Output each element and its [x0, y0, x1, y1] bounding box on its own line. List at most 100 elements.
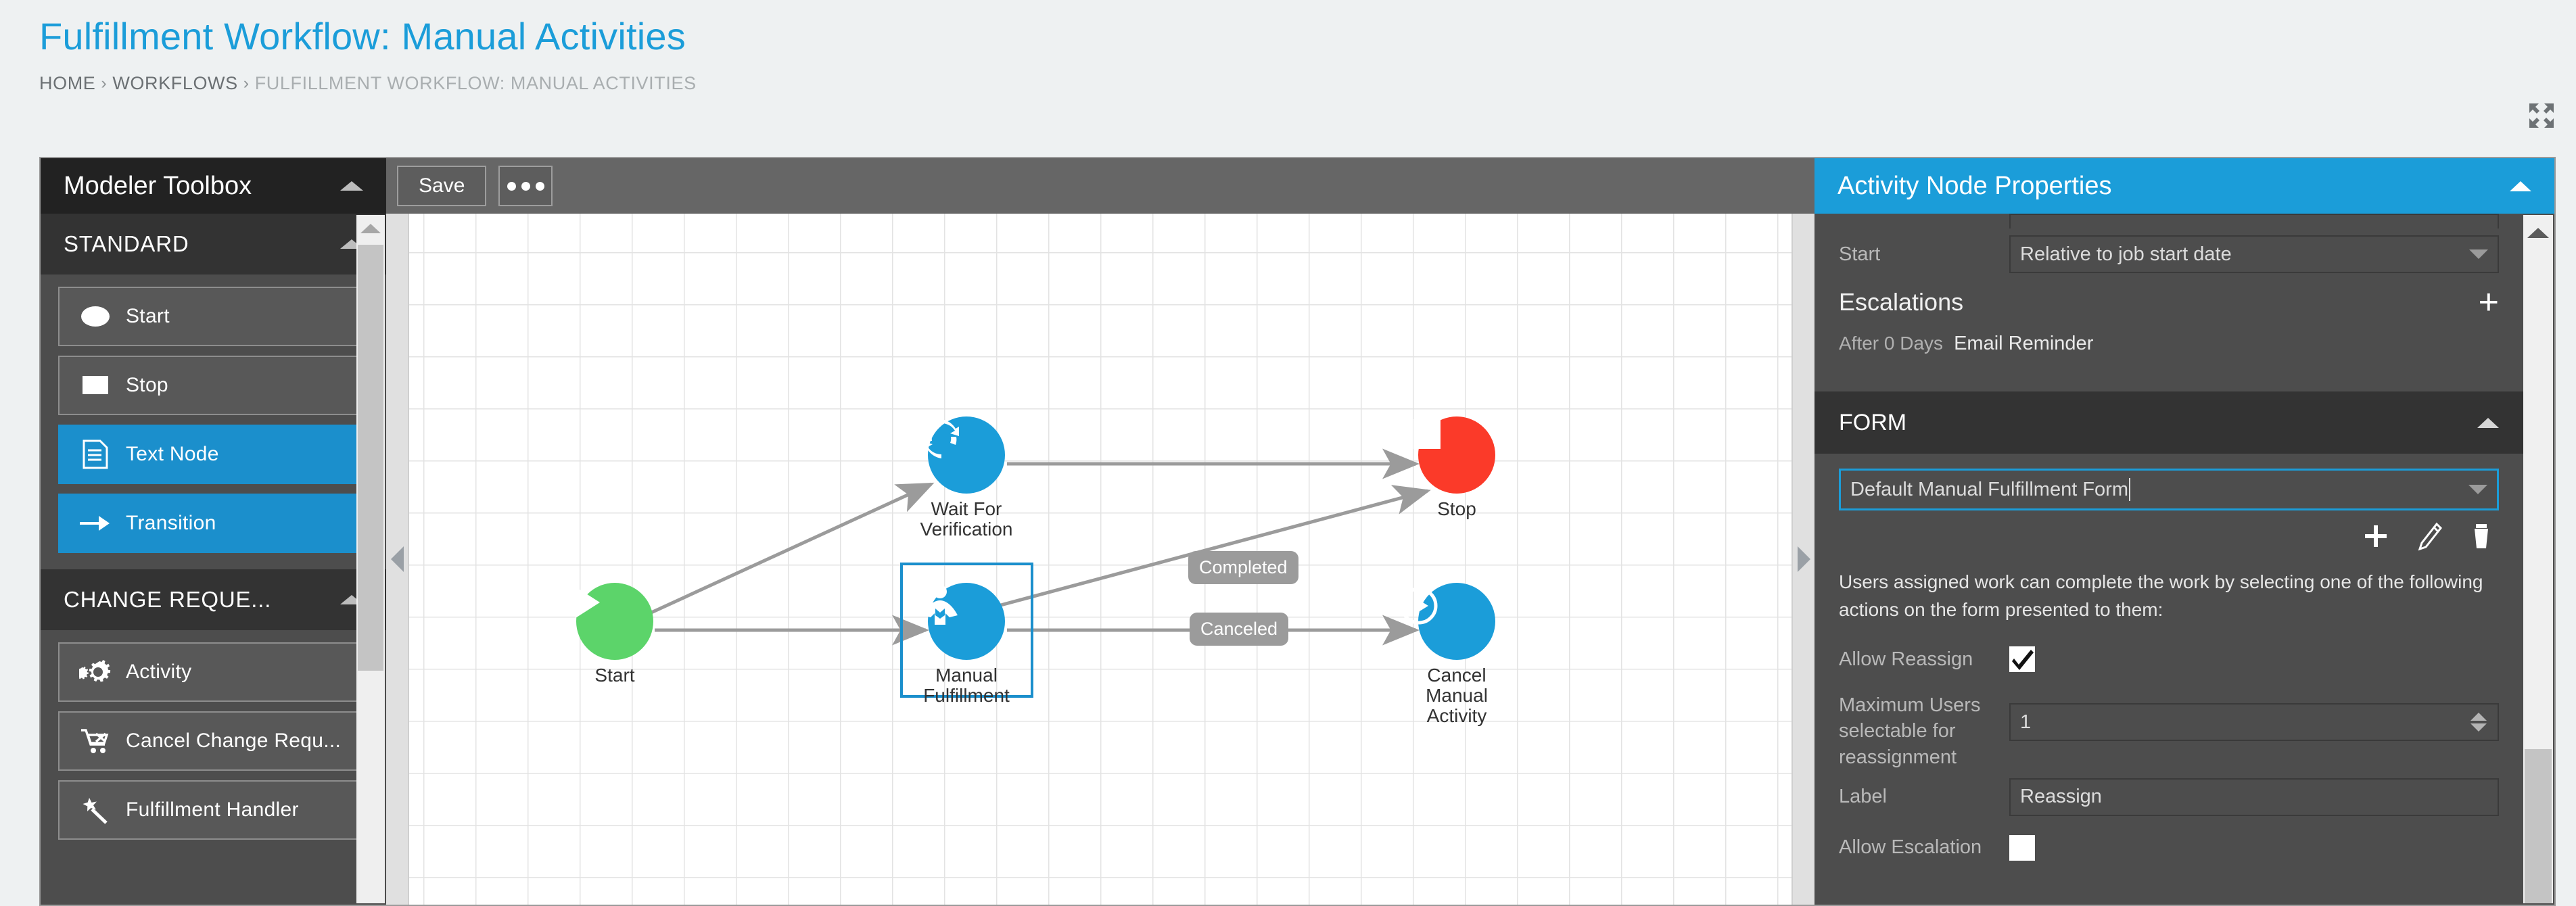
workflow-node-cancel-manual-activity[interactable]: Cancel Manual Activity — [1396, 583, 1518, 727]
clipped-field-above — [1814, 214, 2523, 229]
start-node-shape — [576, 583, 653, 660]
form-section-header[interactable]: FORM — [1814, 391, 2523, 454]
chevron-down-icon — [2469, 249, 2488, 259]
stop-square-icon — [1413, 419, 1441, 449]
allow-reassign-checkbox[interactable] — [2009, 646, 2035, 673]
plus-icon[interactable]: + — [2478, 282, 2499, 322]
workflow-edges — [650, 448, 1431, 646]
save-button[interactable]: Save — [397, 166, 487, 206]
toolbox-item-label: Cancel Change Requ... — [126, 730, 342, 752]
start-select[interactable]: Relative to job start date — [2009, 235, 2499, 273]
toolbox-item-label: Stop — [126, 374, 168, 396]
expand-fullscreen-icon[interactable] — [2527, 101, 2556, 130]
caret-up-icon[interactable] — [340, 181, 363, 191]
canvas-toolbar: Save — [386, 158, 1814, 214]
breadcrumb-separator-icon: › — [243, 74, 250, 93]
collapse-right-handle[interactable] — [1792, 214, 1814, 905]
scrollbar-thumb[interactable] — [358, 245, 383, 671]
document-lines-icon — [74, 435, 116, 473]
scroll-up-button[interactable] — [356, 215, 385, 242]
cancel-manual-node-shape — [1400, 583, 1495, 660]
stepper-arrows-icon[interactable] — [2470, 713, 2487, 732]
toolbox-item-text-node[interactable]: Text Node — [58, 425, 369, 484]
pencil-icon[interactable] — [2414, 521, 2443, 551]
toolbox-item-start[interactable]: Start — [58, 287, 369, 346]
label-input[interactable]: Reassign — [2009, 778, 2499, 816]
breadcrumb-item-home[interactable]: HOME — [39, 73, 96, 94]
scroll-up-button[interactable] — [2523, 215, 2553, 250]
activity-node-properties-panel: Activity Node Properties Start Relative … — [1814, 157, 2556, 906]
collapse-left-handle[interactable] — [386, 214, 409, 905]
workflow-node-label: Wait For Verification — [920, 498, 1013, 540]
more-options-button[interactable] — [498, 166, 553, 206]
breadcrumb-separator-icon: › — [101, 74, 108, 93]
scrollbar-thumb[interactable] — [2525, 749, 2552, 903]
allow-reassign-label: Allow Reassign — [1839, 648, 1973, 670]
allow-escalation-label: Allow Escalation — [1839, 836, 1982, 859]
toolbox-item-stop[interactable]: Stop — [58, 356, 369, 415]
toolbox-section-change-request-header[interactable]: CHANGE REQUE... — [41, 569, 386, 630]
plus-icon[interactable] — [2361, 521, 2391, 551]
stop-node-shape — [1413, 416, 1495, 494]
properties-title-bar[interactable]: Activity Node Properties — [1814, 158, 2554, 214]
toolbox-item-label: Start — [126, 305, 170, 327]
workflow-node-wait-for-verification[interactable]: Wait For Verification — [919, 416, 1014, 540]
cart-x-icon — [74, 722, 116, 760]
toolbox-title: Modeler Toolbox — [64, 171, 252, 200]
person-task-icon — [922, 585, 958, 625]
node-selection-box[interactable] — [900, 563, 1033, 698]
label-row: Label Reassign — [1814, 778, 2523, 816]
workflow-node-label: Manual Fulfillment — [923, 665, 1010, 707]
escalation-entry[interactable]: After 0 Days Email Reminder — [1814, 333, 2523, 355]
workflow-node-label: Stop — [1437, 498, 1476, 519]
escalation-what: Email Reminder — [1954, 333, 2094, 354]
workflow-node-label: Cancel Manual Activity — [1426, 665, 1488, 727]
edge-label-canceled[interactable]: Canceled — [1190, 613, 1289, 646]
escalation-when: After 0 Days — [1839, 333, 1944, 354]
label-field-label: Label — [1839, 786, 1887, 808]
edge-label-completed[interactable]: Completed — [1188, 551, 1298, 584]
magic-wand-icon — [74, 791, 116, 829]
collapse-right-icon — [1797, 546, 1810, 572]
trash-icon[interactable] — [2466, 521, 2496, 551]
toolbox-item-activity[interactable]: Activity — [58, 642, 369, 702]
workflow-canvas[interactable]: Start Wait For Verification — [386, 214, 1814, 905]
form-section-heading: FORM — [1839, 409, 1907, 435]
workflow-node-stop[interactable]: Stop — [1409, 416, 1504, 519]
form-help-text: Users assigned work can complete the wor… — [1839, 571, 2483, 620]
toolbox-section-standard-header[interactable]: STANDARD — [41, 214, 386, 275]
allow-reassign-row: Allow Reassign — [1814, 646, 2523, 673]
edge-label-text: Canceled — [1200, 619, 1278, 639]
max-users-stepper[interactable]: 1 — [2009, 703, 2499, 742]
start-select-value: Relative to job start date — [2020, 243, 2232, 265]
toolbox-scrollbar[interactable] — [356, 215, 385, 903]
toolbox-title-bar[interactable]: Modeler Toolbox — [41, 158, 386, 214]
modeler-toolbox-panel: Modeler Toolbox STANDARD Start — [39, 157, 386, 906]
workflow-node-manual-fulfillment[interactable]: Manual Fulfillment — [919, 583, 1014, 706]
form-select-value: Default Manual Fulfillment Form — [1850, 478, 2128, 500]
max-users-row: Maximum Users selectable for reassignmen… — [1814, 692, 2523, 770]
allow-escalation-checkbox[interactable] — [2009, 834, 2035, 861]
toolbox-item-label: Activity — [126, 661, 192, 683]
toolbox-item-fulfillment-handler[interactable]: Fulfillment Handler — [58, 780, 369, 840]
breadcrumb-item-workflows[interactable]: WORKFLOWS — [112, 73, 238, 94]
breadcrumb: HOME › WORKFLOWS › FULFILLMENT WORKFLOW:… — [39, 73, 2576, 94]
workflow-canvas-panel: Save — [386, 157, 1814, 906]
properties-title: Activity Node Properties — [1837, 171, 2112, 200]
caret-up-icon[interactable] — [2510, 181, 2531, 191]
toolbox-item-cancel-change-request[interactable]: Cancel Change Requ... — [58, 711, 369, 771]
circle-icon — [74, 297, 116, 335]
max-users-value: 1 — [2020, 711, 2032, 733]
text-caret — [2128, 478, 2130, 501]
toolbox-section-change-request-items: Activity Cancel Change Requ... — [41, 630, 386, 856]
toolbox-section-standard-items: Start Stop Text Node — [41, 275, 386, 569]
workflow-node-start[interactable]: Start — [567, 583, 662, 686]
form-select[interactable]: Default Manual Fulfillment Form — [1839, 469, 2499, 510]
form-actions — [1814, 510, 2523, 551]
toolbox-item-transition[interactable]: Transition — [58, 494, 369, 553]
modeler-shell: Modeler Toolbox STANDARD Start — [39, 157, 2556, 906]
caret-up-icon[interactable] — [2477, 417, 2499, 428]
properties-scrollbar[interactable] — [2523, 215, 2553, 903]
caret-up-icon — [2527, 227, 2549, 238]
toolbox-item-label: Transition — [126, 512, 216, 534]
